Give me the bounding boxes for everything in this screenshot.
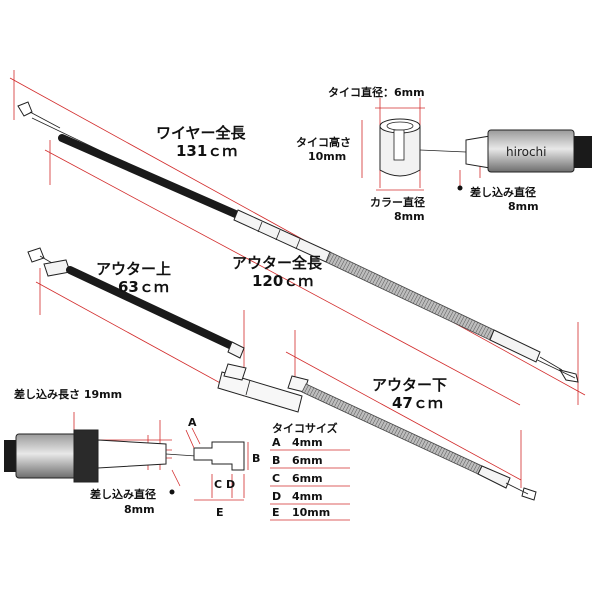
insert-diameter-top-label: 差し込み直径 xyxy=(470,185,536,199)
wire-total-label: ワイヤー全長 xyxy=(156,124,247,142)
insert-diameter-bottom-value: 8mm xyxy=(124,503,155,516)
outer-total-cable xyxy=(58,134,563,371)
outer-upper-label: アウター上 xyxy=(96,260,171,278)
taiko-size-key: D xyxy=(272,490,281,503)
taiko-collar-detail xyxy=(379,118,421,177)
insert-diameter-top-value: 8mm xyxy=(508,200,539,213)
outer-total-label: アウター全長 xyxy=(232,254,323,272)
size-letter-b: B xyxy=(252,452,260,465)
size-letter-d: D xyxy=(226,478,235,491)
taiko-size-value: 4mm xyxy=(292,436,323,449)
taiko-height-value: 10mm xyxy=(308,150,346,163)
insert-diameter-bottom-label: 差し込み直径 xyxy=(90,487,156,501)
taiko-size-table: タイコサイズ A 4mm B 6mm C 6mm D 4mm E 10mm xyxy=(272,421,338,519)
size-letter-c: C xyxy=(214,478,222,491)
taiko-size-value: 4mm xyxy=(292,490,323,503)
taiko-size-key: C xyxy=(272,472,280,485)
taiko-diameter-label: タイコ直径：6mm xyxy=(328,85,425,99)
taiko-size-value: 10mm xyxy=(292,506,330,519)
pointer-markers xyxy=(169,170,463,495)
throttle-grip-bottom xyxy=(4,429,197,483)
taiko-size-value: 6mm xyxy=(292,472,323,485)
outer-total-value: 120ｃｍ xyxy=(252,272,313,290)
junction-box xyxy=(217,363,309,413)
outer-lower-cable xyxy=(301,383,537,501)
outer-lower-value: 47ｃｍ xyxy=(392,394,443,412)
taiko-size-key: E xyxy=(272,506,280,519)
wire-total-value: 131ｃｍ xyxy=(176,142,237,160)
outer-lower-label: アウター下 xyxy=(372,376,447,394)
taiko-size-diagram xyxy=(185,427,249,501)
collar-diameter-value: 8mm xyxy=(394,210,425,223)
outer-upper-value: 63ｃｍ xyxy=(118,278,169,296)
taiko-size-value: 6mm xyxy=(292,454,323,467)
brand-label: hirochi xyxy=(506,145,547,159)
size-letter-a: A xyxy=(188,416,197,429)
taiko-height-label: タイコ高さ xyxy=(296,135,351,149)
taiko-size-key: A xyxy=(272,436,281,449)
collar-diameter-label: カラー直径 xyxy=(370,195,425,209)
outer-upper-cable xyxy=(27,247,245,359)
throttle-grip-top xyxy=(419,129,592,173)
taiko-size-title: タイコサイズ xyxy=(272,421,338,435)
size-letter-e: E xyxy=(216,506,224,519)
insert-length-label: 差し込み長さ 19mm xyxy=(14,387,122,401)
taiko-size-key: B xyxy=(272,454,280,467)
